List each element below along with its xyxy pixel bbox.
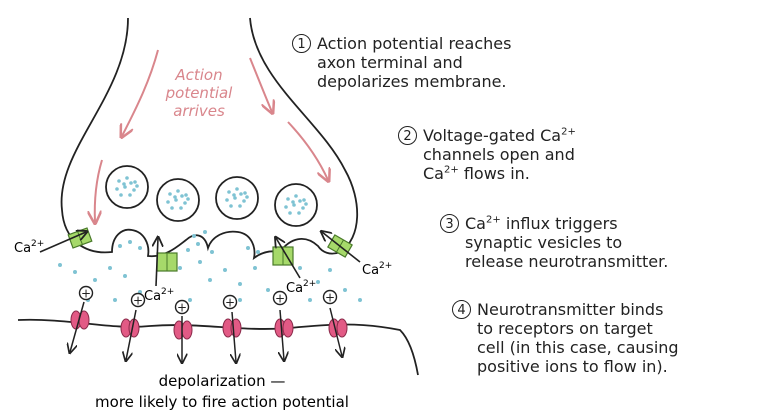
cleft-neurotransmitter xyxy=(58,230,362,302)
ion-flow-arrows xyxy=(70,301,342,362)
step-1-number: 1 xyxy=(292,34,311,53)
step-4-text: Neurotransmitter binds to receptors on t… xyxy=(477,300,679,376)
axon-terminal-outline xyxy=(60,17,359,261)
svg-text:+: + xyxy=(133,294,143,308)
svg-text:+: + xyxy=(81,287,91,301)
step-3-text: Ca2+ influx triggers synaptic vesicles t… xyxy=(465,214,669,271)
arrival-label-2: potential xyxy=(165,84,234,102)
svg-text:Ca2+: Ca2+ xyxy=(362,261,392,278)
svg-text:+: + xyxy=(177,301,187,315)
postsynaptic-membrane xyxy=(17,318,419,376)
caption-line-2: more likely to fire action potential xyxy=(95,393,349,411)
svg-text:+: + xyxy=(275,292,285,306)
svg-text:+: + xyxy=(325,291,335,305)
vesicle-neurotransmitter xyxy=(115,176,308,215)
svg-text:+: + xyxy=(225,296,235,310)
svg-text:Ca2+: Ca2+ xyxy=(144,287,174,304)
step-2: 2 Voltage-gated Ca2+ channels open and Ca… xyxy=(398,126,758,183)
step-3: 3 Ca2+ influx triggers synaptic vesicles … xyxy=(440,214,760,271)
postsynaptic-receptors xyxy=(70,310,348,340)
step-2-text: Voltage-gated Ca2+ channels open and Ca2… xyxy=(423,126,576,183)
svg-text:Ca2+: Ca2+ xyxy=(14,239,44,256)
step-1: 1 Action potential reaches axon terminal … xyxy=(292,34,762,91)
caption-line-1: depolarization — xyxy=(159,372,286,390)
svg-text:Ca2+: Ca2+ xyxy=(286,279,316,296)
action-potential-arrows xyxy=(95,49,328,222)
calcium-labels: Ca2+ Ca2+ Ca2+ Ca2+ xyxy=(14,239,392,304)
synaptic-vesicles xyxy=(105,165,318,227)
step-4: 4 Neurotransmitter binds to receptors on … xyxy=(452,300,762,376)
calcium-channels xyxy=(67,227,353,272)
arrival-label-3: arrives xyxy=(173,102,225,120)
step-4-number: 4 xyxy=(452,300,471,319)
step-2-number: 2 xyxy=(398,126,417,145)
positive-ions: + + + + + + xyxy=(78,285,338,315)
step-1-text: Action potential reaches axon terminal a… xyxy=(317,34,512,91)
step-3-number: 3 xyxy=(440,214,459,233)
arrival-label-1: Action xyxy=(174,66,222,84)
calcium-influx-arrows xyxy=(39,232,361,287)
